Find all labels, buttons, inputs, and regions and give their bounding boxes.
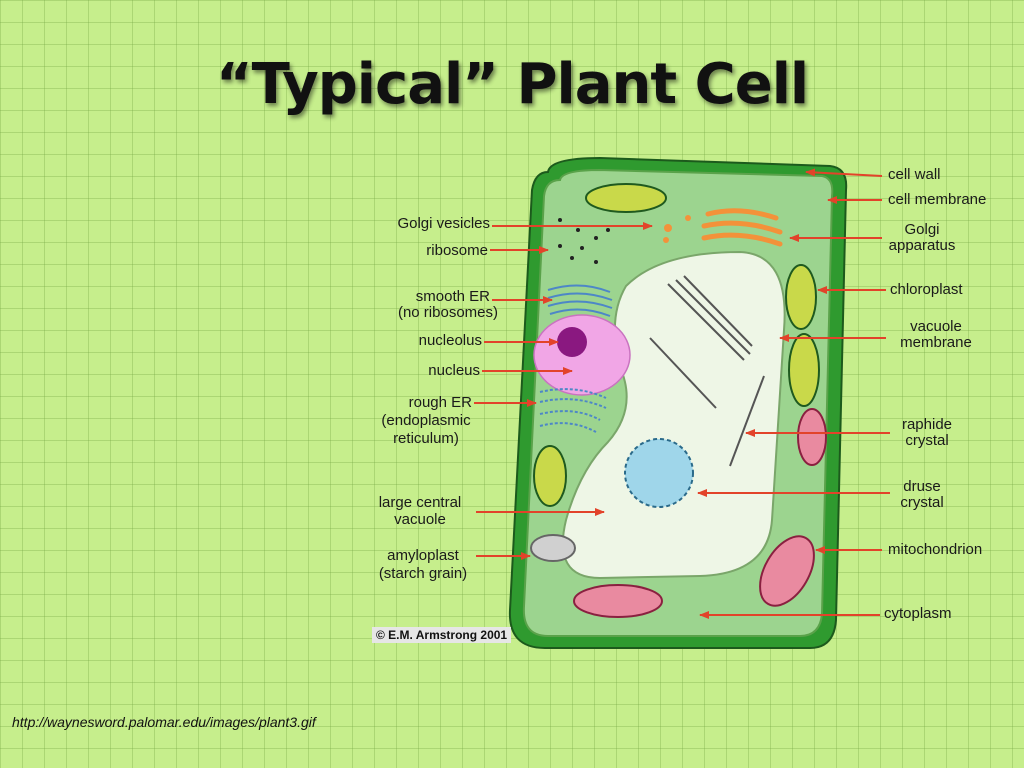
- label-rough-er-note-1: (endoplasmic: [381, 412, 471, 429]
- mitochondria: [573, 408, 827, 618]
- ribosomes: [558, 218, 610, 264]
- druse-crystal: [624, 438, 694, 508]
- nucleolus: [557, 327, 587, 357]
- copyright-text: © E.M. Armstrong 2001: [372, 627, 512, 643]
- label-druse: druse: [903, 478, 941, 495]
- amyloplast: [530, 534, 576, 562]
- label-golgi: Golgi: [904, 221, 940, 238]
- rough-er: [539, 388, 607, 433]
- label-nucleolus: nucleolus: [418, 332, 482, 349]
- label-cell-wall: cell wall: [888, 166, 941, 183]
- label-ribosome: ribosome: [426, 242, 488, 259]
- label-golgi-vesicles: Golgi vesicles: [397, 215, 490, 232]
- label-arrows: [474, 168, 890, 619]
- label-raphide-crystal: crystal: [905, 432, 949, 449]
- source-url: http://waynesword.palomar.edu/images/pla…: [12, 714, 316, 730]
- label-rough-er-note-2: reticulum): [393, 430, 459, 447]
- label-cell-membrane: cell membrane: [888, 191, 987, 208]
- label-starch-grain: (starch grain): [378, 565, 468, 582]
- label-raphide: raphide: [901, 416, 953, 433]
- label-smooth-er: smooth ER: [415, 288, 490, 305]
- label-druse-crystal: crystal: [900, 494, 944, 511]
- label-cytoplasm: cytoplasm: [884, 605, 952, 622]
- label-large-central: large central: [378, 494, 462, 511]
- label-membrane: membrane: [900, 334, 972, 351]
- label-smooth-er-note: (no ribosomes): [397, 304, 498, 321]
- golgi-vesicles: [663, 215, 691, 243]
- label-vacuole-upper: vacuole: [910, 318, 962, 335]
- label-chloroplast: chloroplast: [890, 281, 963, 298]
- page-title: “Typical” Plant Cell: [215, 52, 809, 117]
- label-rough-er: rough ER: [408, 394, 472, 411]
- label-vacuole: vacuole: [394, 511, 446, 528]
- label-amyloplast: amyloplast: [387, 547, 459, 564]
- smooth-er: [547, 284, 613, 317]
- label-nucleus: nucleus: [428, 362, 480, 379]
- raphide-crystals: [649, 275, 765, 467]
- golgi-apparatus: [701, 208, 783, 247]
- nucleus: [533, 314, 631, 396]
- label-apparatus: apparatus: [888, 237, 956, 254]
- chloroplasts: [533, 183, 820, 507]
- label-mitochondrion: mitochondrion: [888, 541, 983, 558]
